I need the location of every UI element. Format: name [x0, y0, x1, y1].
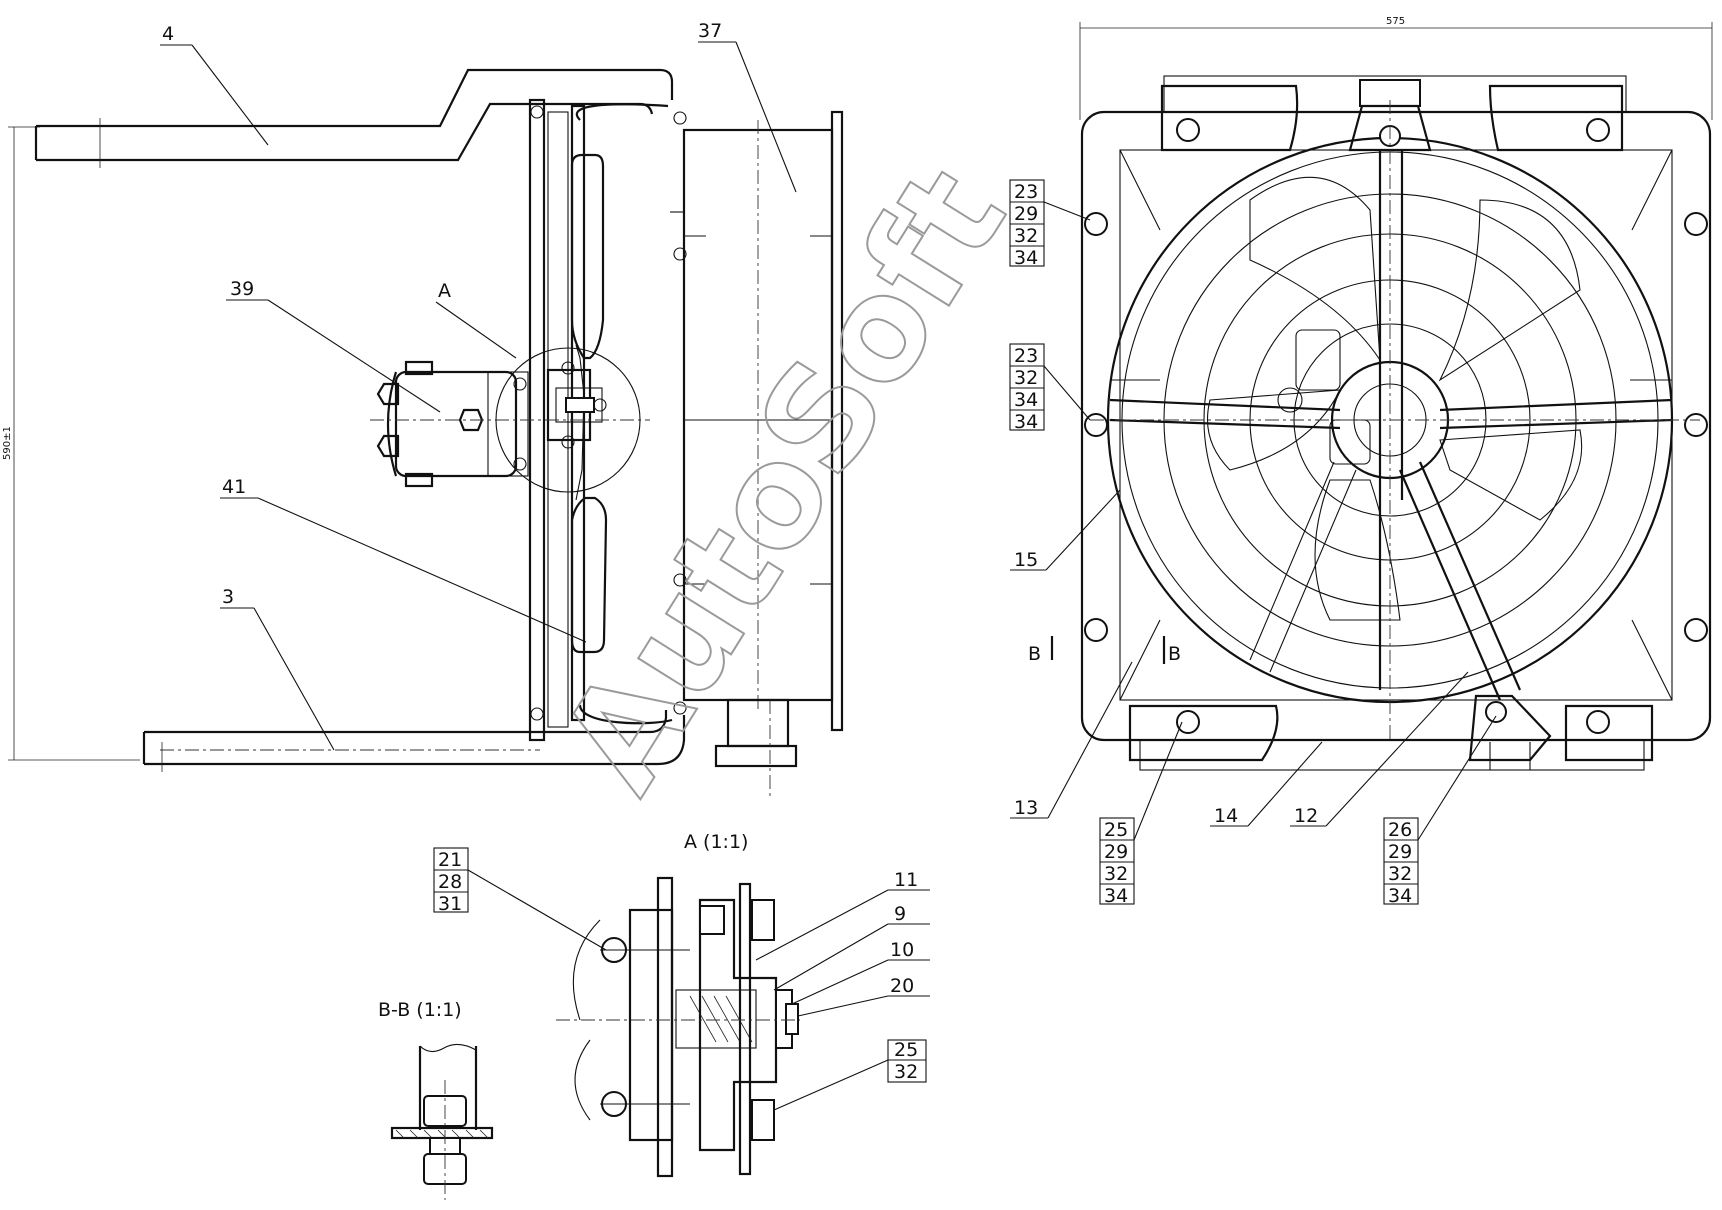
stack-b26-1: 26 [1388, 819, 1412, 841]
stack-b25-1: 25 [1104, 819, 1128, 841]
stack-b26-3: 32 [1388, 863, 1412, 885]
side-callouts: 4 37 39 A 41 3 [160, 20, 797, 751]
side-view: 590±1 [2, 20, 844, 800]
callout-3: 3 [222, 586, 234, 608]
stack-b25-4: 34 [1104, 885, 1128, 907]
dim-height: 590±1 [2, 426, 13, 460]
motor [370, 347, 650, 493]
callout-15: 15 [1014, 549, 1038, 571]
callout-12: 12 [1294, 805, 1318, 827]
callout-a-9: 9 [894, 903, 906, 925]
callout-13: 13 [1014, 797, 1038, 819]
front-view: 575 [1009, 16, 1713, 907]
watermark: AutoSoft [531, 141, 1038, 818]
stack-a-28: 28 [438, 871, 462, 893]
stack-ml-3: 34 [1014, 389, 1038, 411]
callout-a-20: 20 [890, 975, 914, 997]
section-bb-title: B-B (1:1) [378, 999, 462, 1021]
hub [546, 361, 607, 449]
callout-14: 14 [1214, 805, 1238, 827]
stack-b25-2: 29 [1104, 841, 1128, 863]
stack-a-25: 25 [894, 1039, 918, 1061]
callout-a-11: 11 [894, 869, 918, 891]
stack-a-32: 32 [894, 1061, 918, 1083]
callout-stack-bottom-25: 25 29 32 34 [1099, 721, 1183, 907]
detail-a-title: A (1:1) [684, 831, 748, 853]
callout-4: 4 [162, 23, 174, 45]
callout-41: 41 [222, 476, 246, 498]
front-single-callouts: 15 13 14 12 [1010, 489, 1469, 827]
stack-ml-1: 23 [1014, 345, 1038, 367]
stack-a-31: 31 [438, 893, 462, 915]
callout-37: 37 [698, 20, 722, 42]
stack-ml-4: 34 [1014, 411, 1038, 433]
section-mark-right: B [1168, 643, 1181, 665]
stack-b25-3: 32 [1104, 863, 1128, 885]
callout-a-10: 10 [890, 939, 914, 961]
callout-stack-top-left: 23 29 32 34 [1009, 179, 1091, 269]
radiator-core [670, 110, 844, 800]
callout-39: 39 [230, 278, 254, 300]
detail-a: A (1:1) 21 28 31 11 [433, 831, 930, 1178]
callout-stack-mid-left: 23 32 34 34 [1009, 343, 1091, 433]
lower-bracket [142, 710, 686, 772]
callout-A: A [438, 280, 451, 302]
stack-a-21: 21 [438, 849, 462, 871]
callout-stack-bottom-26: 26 29 32 34 [1383, 715, 1497, 907]
stack-tl-4: 34 [1014, 247, 1038, 269]
stack-tl-1: 23 [1014, 181, 1038, 203]
stack-ml-2: 32 [1014, 367, 1038, 389]
section-mark-left: B [1028, 643, 1041, 665]
stack-b26-4: 34 [1388, 885, 1412, 907]
fan-blades-side [570, 153, 608, 654]
upper-bracket [34, 68, 674, 168]
stack-tl-2: 29 [1014, 203, 1038, 225]
dim-width: 575 [1386, 16, 1405, 27]
stack-tl-3: 32 [1014, 225, 1038, 247]
section-bb: B-B (1:1) [378, 999, 494, 1200]
stack-b26-2: 29 [1388, 841, 1412, 863]
